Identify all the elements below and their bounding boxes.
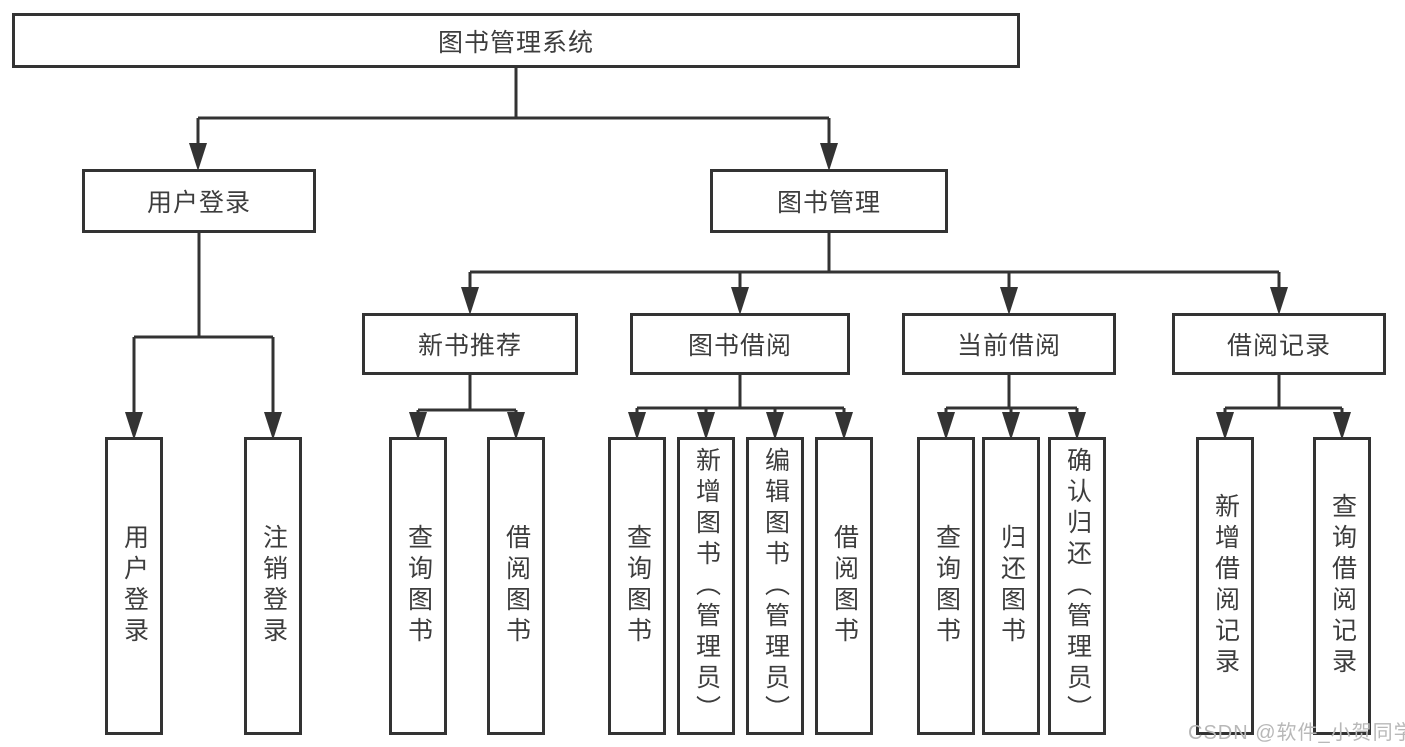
leaf-borrowing-borrow-books-label: 借阅图书	[830, 524, 859, 648]
node-borrowing-records: 借阅记录	[1172, 313, 1386, 375]
leaf-current-return-books: 归还图书	[982, 437, 1040, 735]
leaf-user-login-label: 用户登录	[120, 524, 149, 648]
node-book-borrowing-label: 图书借阅	[687, 332, 792, 360]
node-book-management-label: 图书管理	[776, 189, 881, 217]
leaf-recommend-borrow-books: 借阅图书	[487, 437, 545, 735]
leaf-current-confirm-return-admin: 确认归还（管理员）	[1048, 437, 1106, 735]
leaf-recommend-query-books: 查询图书	[389, 437, 447, 735]
leaf-borrowing-edit-books-admin: 编辑图书（管理员）	[746, 437, 804, 735]
node-current-borrowing-label: 当前借阅	[956, 332, 1061, 360]
leaf-borrowing-add-books-admin-label: 新增图书（管理员）	[692, 446, 721, 726]
leaf-recommend-query-books-label: 查询图书	[404, 524, 433, 648]
leaf-records-query-record-label: 查询借阅记录	[1328, 493, 1357, 679]
node-new-book-recommend: 新书推荐	[362, 313, 578, 375]
node-user-login-label: 用户登录	[146, 189, 251, 217]
leaf-current-confirm-return-admin-label: 确认归还（管理员）	[1063, 446, 1092, 726]
leaf-borrowing-query-books-label: 查询图书	[623, 524, 652, 648]
leaf-records-query-record: 查询借阅记录	[1313, 437, 1371, 735]
leaf-borrowing-edit-books-admin-label: 编辑图书（管理员）	[761, 446, 790, 726]
node-book-management: 图书管理	[710, 169, 948, 233]
leaf-logout-label: 注销登录	[259, 524, 288, 648]
leaf-user-login: 用户登录	[105, 437, 163, 735]
node-current-borrowing: 当前借阅	[902, 313, 1116, 375]
leaf-current-query-books-label: 查询图书	[932, 524, 961, 648]
leaf-current-query-books: 查询图书	[917, 437, 975, 735]
leaf-current-return-books-label: 归还图书	[997, 524, 1026, 648]
node-library-system: 图书管理系统	[12, 13, 1020, 68]
leaf-borrowing-borrow-books: 借阅图书	[815, 437, 873, 735]
node-user-login: 用户登录	[82, 169, 316, 233]
csdn-watermark: CSDN @软件_小贺同学	[1188, 722, 1405, 744]
leaf-recommend-borrow-books-label: 借阅图书	[502, 524, 531, 648]
leaf-records-add-record-label: 新增借阅记录	[1211, 493, 1240, 679]
leaf-records-add-record: 新增借阅记录	[1196, 437, 1254, 735]
leaf-borrowing-add-books-admin: 新增图书（管理员）	[677, 437, 735, 735]
node-new-book-recommend-label: 新书推荐	[417, 332, 522, 360]
leaf-borrowing-query-books: 查询图书	[608, 437, 666, 735]
node-book-borrowing: 图书借阅	[630, 313, 850, 375]
node-borrowing-records-label: 借阅记录	[1226, 332, 1331, 360]
node-library-system-label: 图书管理系统	[437, 28, 594, 57]
leaf-logout: 注销登录	[244, 437, 302, 735]
